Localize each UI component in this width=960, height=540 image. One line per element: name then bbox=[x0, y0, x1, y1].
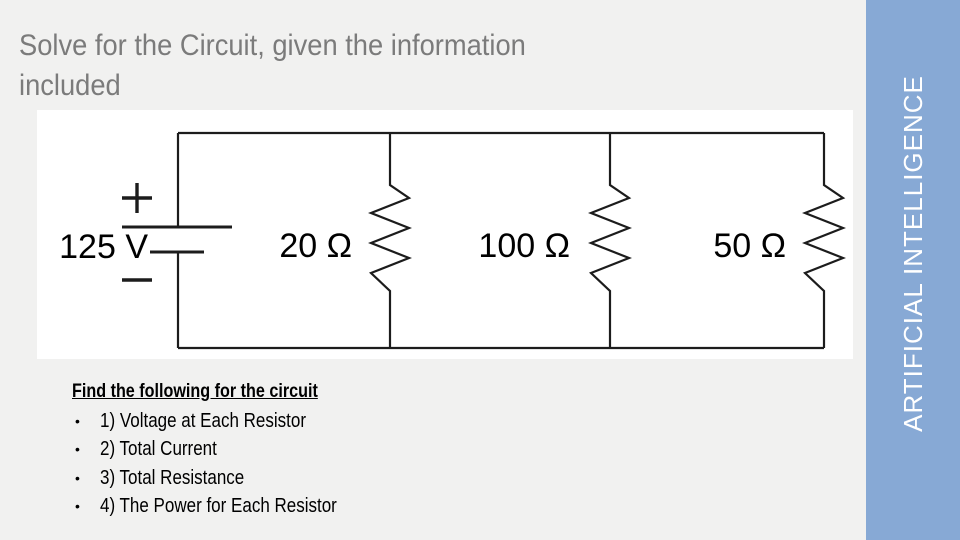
plus-icon bbox=[122, 183, 152, 213]
tasks-block: Find the following for the circuit • 1) … bbox=[72, 378, 379, 521]
resistor-label-50: 50 Ω bbox=[713, 227, 786, 265]
list-item: • 1) Voltage at Each Resistor bbox=[72, 407, 379, 436]
list-item: • 3) Total Resistance bbox=[72, 464, 379, 493]
page-title-line1: Solve for the Circuit, given the informa… bbox=[19, 29, 526, 62]
tasks-heading: Find the following for the circuit bbox=[72, 381, 318, 402]
resistor-zigzag-3 bbox=[802, 133, 846, 348]
sidebar-inner: ARTIFICIAL INTELLIGENCE bbox=[866, 0, 960, 506]
resistor-label-100: 100 Ω bbox=[478, 227, 570, 265]
resistor-zigzag-2 bbox=[588, 133, 632, 348]
bullet-icon: • bbox=[75, 412, 80, 429]
list-item: • 4) The Power for Each Resistor bbox=[72, 492, 379, 521]
page-title: Solve for the Circuit, given the informa… bbox=[19, 26, 526, 106]
task-item-2: 2) Total Current bbox=[100, 438, 217, 460]
circuit-panel: 125 V 20 Ω 100 Ω 50 Ω bbox=[37, 110, 853, 359]
bullet-icon: • bbox=[75, 441, 80, 457]
page-title-line2: included bbox=[19, 69, 121, 102]
task-item-1: 1) Voltage at Each Resistor bbox=[100, 409, 307, 432]
circuit-diagram: 125 V 20 Ω 100 Ω 50 Ω bbox=[59, 131, 846, 350]
task-item-4: 4) The Power for Each Resistor bbox=[100, 495, 337, 517]
task-item-3: 3) Total Resistance bbox=[100, 466, 245, 489]
bullet-icon: • bbox=[75, 498, 80, 514]
sidebar-panel: ARTIFICIAL INTELLIGENCE bbox=[866, 0, 960, 540]
battery-voltage-label: 125 V bbox=[59, 228, 148, 266]
sidebar-vertical-label: ARTIFICIAL INTELLIGENCE bbox=[897, 74, 928, 432]
resistor-label-20: 20 Ω bbox=[279, 227, 352, 265]
resistor-zigzag-1 bbox=[368, 133, 412, 348]
list-item: • 2) Total Current bbox=[72, 435, 379, 464]
bullet-icon: • bbox=[75, 469, 80, 486]
